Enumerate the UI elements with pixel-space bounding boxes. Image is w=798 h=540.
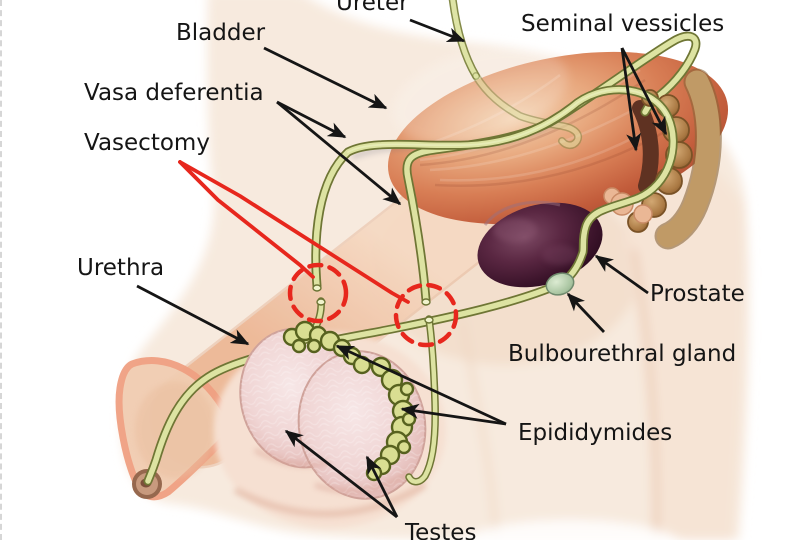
- prostate-shape: [477, 200, 603, 288]
- epididymides-arrow-2: [400, 403, 507, 426]
- ureter-behind-bladder: [472, 72, 583, 150]
- groin-crease: [459, 319, 499, 540]
- bulbourethral-gland-shape: [545, 272, 575, 296]
- label-vasectomy: Vasectomy: [84, 130, 210, 156]
- label-seminal-vesicles: Seminal vessicles: [521, 11, 725, 37]
- seminal-vesicles-arrow-2: [620, 47, 668, 136]
- glans-shading: [135, 382, 215, 478]
- cut-vas-stub-right: [405, 315, 439, 486]
- label-bladder: Bladder: [176, 20, 266, 46]
- testes-arrow-2: [365, 455, 399, 518]
- bladder-arrow: [263, 46, 388, 110]
- vasectomy-site-circle-left: [287, 262, 349, 324]
- label-urethra: Urethra: [77, 255, 165, 281]
- vasa-deferentia-arrow-1: [276, 100, 347, 139]
- label-ureter: Ureter: [336, 0, 409, 16]
- label-epididymides: Epididymides: [518, 420, 673, 446]
- label-bulbourethral-gland: Bulbourethral gland: [508, 341, 737, 367]
- dashed-border-left: [0, 0, 2, 540]
- bulbourethral-gland-arrow: [566, 292, 606, 333]
- vasa-deferentia-arrow-2: [276, 100, 402, 206]
- vasectomy-site-circle-right: [393, 282, 459, 348]
- cut-vas-ends: [312, 284, 434, 324]
- ureter-arrow: [409, 18, 466, 43]
- prostate-arrow: [594, 254, 649, 295]
- vas-deferens-left-tube: [143, 85, 678, 486]
- label-vasa-deferentia: Vasa deferentia: [84, 80, 264, 106]
- seminal-vesicles-arrow-1: [620, 47, 642, 152]
- vasectomy-pointer-right: [178, 160, 410, 304]
- label-prostate: Prostate: [650, 281, 745, 307]
- label-testes: Testes: [405, 520, 477, 540]
- urethra-arrow: [136, 284, 250, 346]
- bottom-fade: [459, 520, 681, 540]
- epididymides-arrow-1: [335, 344, 507, 426]
- testes-arrow-1: [284, 429, 398, 519]
- vasectomy-pointer-left: [178, 160, 315, 279]
